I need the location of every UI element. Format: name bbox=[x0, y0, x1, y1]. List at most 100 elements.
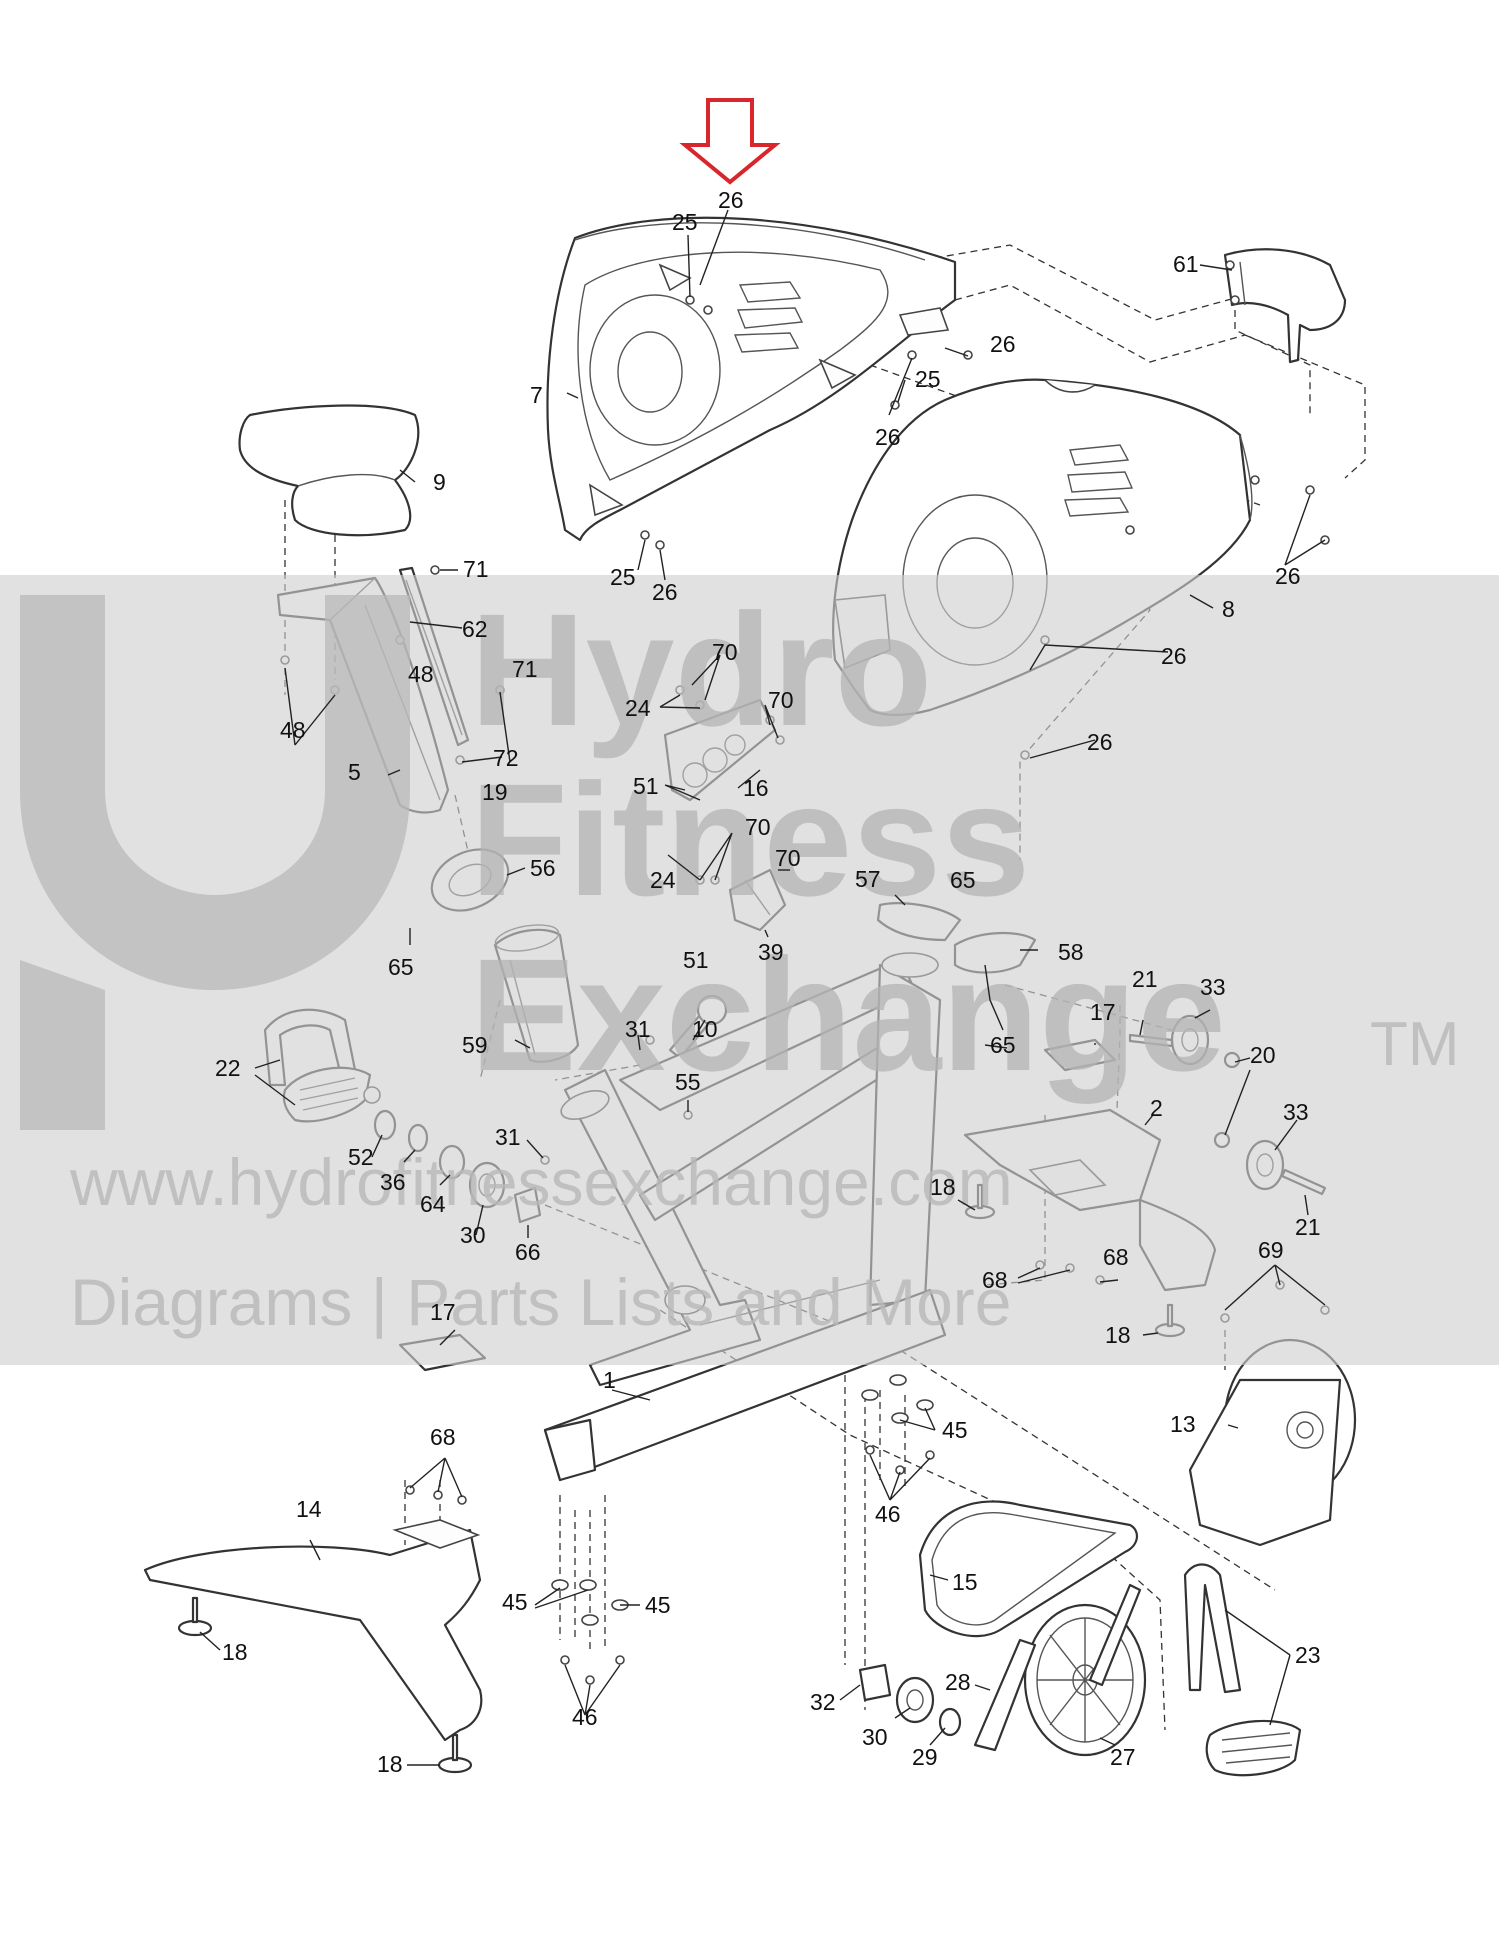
label-70: 70 bbox=[712, 639, 738, 665]
part-15-belt bbox=[918, 1500, 1138, 1638]
watermark-brand-line-1: Hydro bbox=[470, 580, 932, 759]
label-24: 24 bbox=[650, 867, 676, 893]
label-72: 72 bbox=[493, 745, 519, 771]
label-17: 17 bbox=[1090, 999, 1116, 1025]
part-7-front-shroud bbox=[546, 216, 957, 542]
label-20: 20 bbox=[1250, 1042, 1276, 1068]
label-29: 29 bbox=[912, 1744, 938, 1770]
label-52: 52 bbox=[348, 1144, 374, 1170]
label-65: 65 bbox=[990, 1032, 1016, 1058]
label-57: 57 bbox=[855, 866, 881, 892]
label-26: 26 bbox=[652, 579, 678, 605]
label-26: 26 bbox=[1087, 729, 1113, 755]
label-55: 55 bbox=[675, 1069, 701, 1095]
label-18: 18 bbox=[1105, 1322, 1131, 1348]
label-21: 21 bbox=[1295, 1214, 1321, 1240]
label-65: 65 bbox=[388, 954, 414, 980]
watermark-tagline: Diagrams | Parts Lists and More bbox=[70, 1265, 1011, 1339]
label-30: 30 bbox=[460, 1222, 486, 1248]
watermark-url: www.hydrofitnessexchange.com bbox=[69, 1145, 1013, 1219]
label-48: 48 bbox=[408, 661, 434, 687]
label-71: 71 bbox=[463, 556, 489, 582]
part-14-rear-stabilizer bbox=[143, 1519, 483, 1742]
label-21: 21 bbox=[1132, 966, 1158, 992]
label-26-highlighted: 26 bbox=[718, 187, 744, 213]
part-32-bushing bbox=[858, 1663, 892, 1702]
part-61-bracket bbox=[1223, 248, 1347, 364]
label-26: 26 bbox=[1275, 563, 1301, 589]
label-33: 33 bbox=[1283, 1099, 1309, 1125]
label-31: 31 bbox=[625, 1016, 651, 1042]
label-46: 46 bbox=[572, 1704, 598, 1730]
label-18: 18 bbox=[377, 1751, 403, 1777]
label-25: 25 bbox=[672, 209, 698, 235]
label-51: 51 bbox=[633, 773, 659, 799]
part-9-seat bbox=[238, 404, 420, 537]
label-45: 45 bbox=[645, 1592, 671, 1618]
label-19: 19 bbox=[482, 779, 508, 805]
watermark-brand-line-3: Exchange bbox=[470, 925, 1226, 1104]
label-8: 8 bbox=[1222, 596, 1235, 622]
label-68: 68 bbox=[430, 1424, 456, 1450]
label-26: 26 bbox=[990, 331, 1016, 357]
label-62: 62 bbox=[462, 616, 488, 642]
label-33: 33 bbox=[1200, 974, 1226, 1000]
label-70: 70 bbox=[775, 845, 801, 871]
label-1: 1 bbox=[603, 1367, 616, 1393]
label-32: 32 bbox=[810, 1689, 836, 1715]
watermark-brand-line-2: Fitness bbox=[470, 750, 1030, 929]
label-5: 5 bbox=[348, 759, 361, 785]
label-31: 31 bbox=[495, 1124, 521, 1150]
label-59: 59 bbox=[462, 1032, 488, 1058]
label-36: 36 bbox=[380, 1169, 406, 1195]
label-70: 70 bbox=[745, 814, 771, 840]
label-25: 25 bbox=[610, 564, 636, 590]
label-45: 45 bbox=[942, 1417, 968, 1443]
part-28-crank bbox=[973, 1583, 1142, 1752]
label-25: 25 bbox=[915, 366, 941, 392]
label-28: 28 bbox=[945, 1669, 971, 1695]
label-13: 13 bbox=[1170, 1411, 1196, 1437]
label-51: 51 bbox=[683, 947, 709, 973]
label-39: 39 bbox=[758, 939, 784, 965]
label-58: 58 bbox=[1058, 939, 1084, 965]
label-27: 27 bbox=[1110, 1744, 1136, 1770]
label-7: 7 bbox=[530, 382, 543, 408]
label-17: 17 bbox=[430, 1299, 456, 1325]
label-16: 16 bbox=[743, 775, 769, 801]
label-26: 26 bbox=[1161, 643, 1187, 669]
part-23-right-pedal bbox=[1183, 1563, 1302, 1777]
part-13-flywheel-assembly bbox=[1188, 1338, 1357, 1547]
watermark-trademark: TM bbox=[1370, 1010, 1460, 1079]
label-15: 15 bbox=[952, 1569, 978, 1595]
watermark: Hydro Fitness Exchange TM www.hydrofitne… bbox=[0, 575, 1499, 1365]
part-27-pulley bbox=[1023, 1603, 1147, 1757]
label-71: 71 bbox=[512, 656, 538, 682]
part-18-foot-c bbox=[177, 1596, 213, 1637]
watermark-logo-mark bbox=[20, 595, 410, 1130]
label-68: 68 bbox=[1103, 1244, 1129, 1270]
part-30-bearing-right bbox=[895, 1676, 935, 1724]
label-18: 18 bbox=[222, 1639, 248, 1665]
label-46: 46 bbox=[875, 1501, 901, 1527]
label-30: 30 bbox=[862, 1724, 888, 1750]
label-66: 66 bbox=[515, 1239, 541, 1265]
part-18-foot-d bbox=[437, 1733, 473, 1774]
label-64: 64 bbox=[420, 1191, 446, 1217]
label-68: 68 bbox=[982, 1267, 1008, 1293]
label-69: 69 bbox=[1258, 1237, 1284, 1263]
label-61: 61 bbox=[1173, 251, 1199, 277]
label-48: 48 bbox=[280, 717, 306, 743]
label-9: 9 bbox=[433, 469, 446, 495]
label-26: 26 bbox=[875, 424, 901, 450]
label-24: 24 bbox=[625, 695, 651, 721]
part-number-labels: 26 25 61 26 7 25 26 9 26 25 26 71 8 62 4… bbox=[215, 187, 1321, 1777]
label-23: 23 bbox=[1295, 1642, 1321, 1668]
leader-lines bbox=[199, 209, 1326, 1766]
label-45: 45 bbox=[502, 1589, 528, 1615]
highlight-arrow-icon bbox=[679, 98, 781, 185]
label-2: 2 bbox=[1150, 1095, 1163, 1121]
label-18: 18 bbox=[930, 1174, 956, 1200]
label-14: 14 bbox=[296, 1496, 322, 1522]
